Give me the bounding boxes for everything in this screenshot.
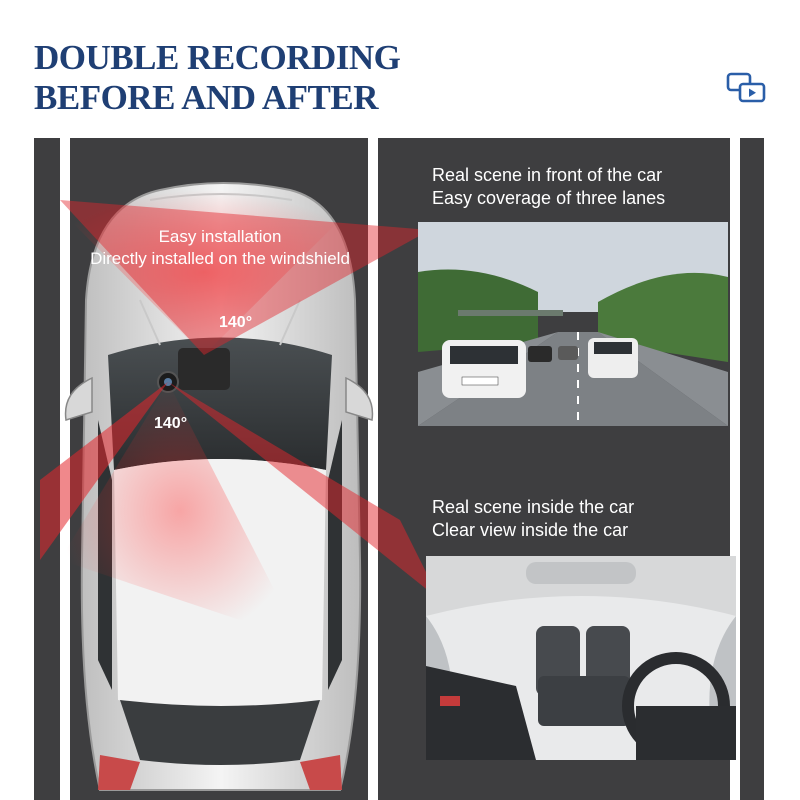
car-installation-caption: Easy installation Directly installed on … [60, 226, 380, 270]
title-line-1: DOUBLE RECORDING [34, 38, 401, 77]
car-caption-line-2: Directly installed on the windshield [90, 249, 350, 268]
front-scene-caption: Real scene in front of the car Easy cove… [432, 164, 665, 210]
title-line-2: BEFORE AND AFTER [34, 78, 379, 117]
inside-scene-caption: Real scene inside the car Clear view ins… [432, 496, 634, 542]
cabin-interior-scene-photo [426, 556, 736, 760]
dash-camera [178, 348, 230, 390]
front-caption-line-2: Easy coverage of three lanes [432, 188, 666, 208]
lane-line-right [730, 138, 740, 800]
front-caption-line-1: Real scene in front of the car [432, 165, 663, 185]
front-angle-label: 140° [219, 314, 253, 331]
inside-caption-line-2: Clear view inside the car [432, 520, 629, 540]
page-title: DOUBLE RECORDING BEFORE AND AFTER [34, 38, 401, 118]
inside-caption-line-1: Real scene inside the car [432, 497, 635, 517]
front-road-scene-photo [418, 222, 728, 426]
lane-line-center [368, 138, 378, 800]
rear-angle-label: 140° [154, 415, 188, 432]
dual-camera-playback-icon [726, 72, 766, 103]
car-caption-line-1: Easy installation [158, 227, 282, 246]
